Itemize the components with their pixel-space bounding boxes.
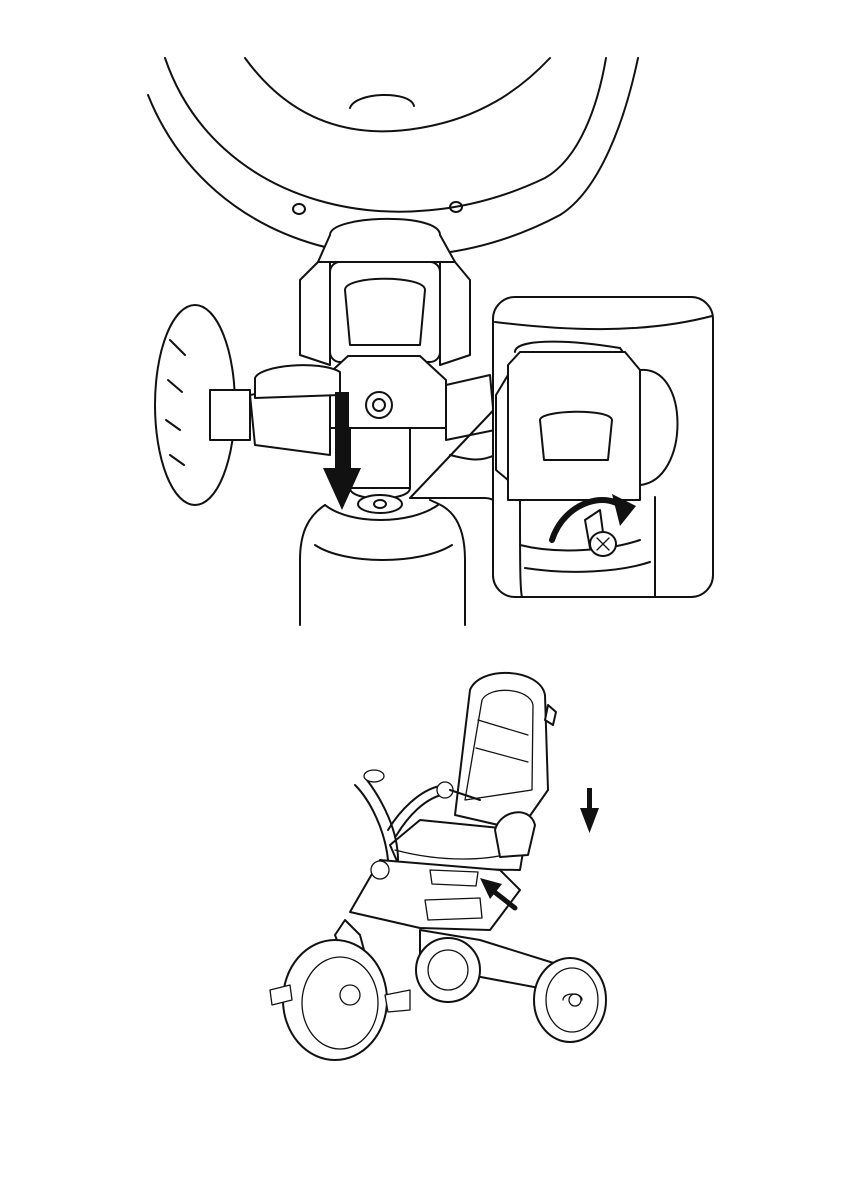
seat-backrest xyxy=(455,673,556,830)
tricycle-drawing xyxy=(0,640,843,1192)
rear-wheel-right xyxy=(534,958,606,1042)
seat-attach-down-arrow xyxy=(580,788,599,833)
tricycle-assembly-illustration xyxy=(0,640,843,1192)
handlebar-assembly-drawing xyxy=(0,0,843,640)
front-wheel xyxy=(270,940,410,1060)
frame-tube xyxy=(300,500,465,625)
screw-detail-inset xyxy=(493,297,713,597)
rear-wheel-left xyxy=(416,938,480,1002)
seat-base xyxy=(390,812,535,870)
handlebar-assembly-illustration xyxy=(0,0,843,640)
